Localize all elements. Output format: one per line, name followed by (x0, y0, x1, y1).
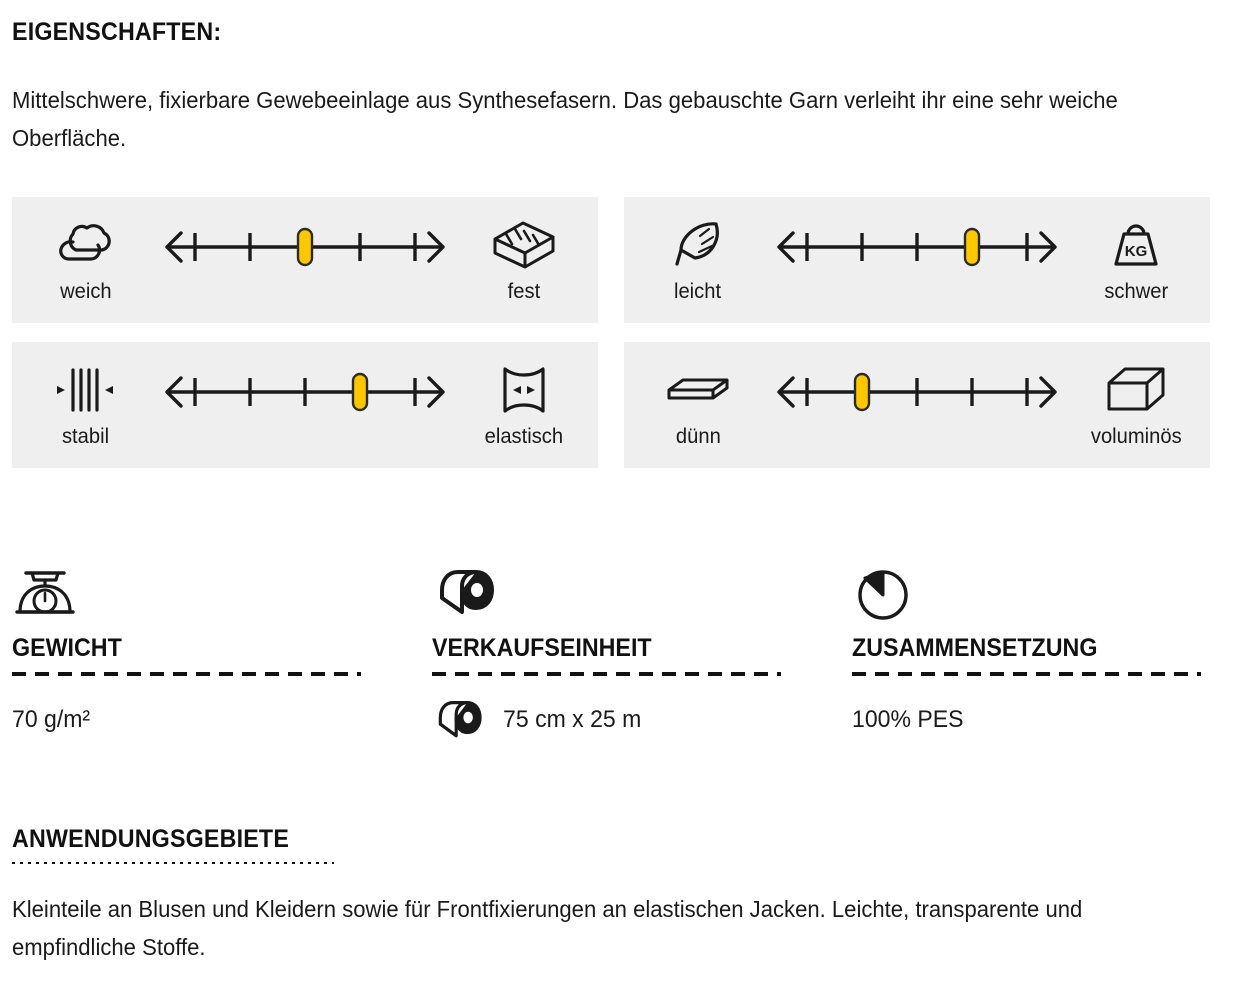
scale-duenn-voluminoes: dünn (624, 342, 1210, 468)
properties-section: EIGENSCHAFTEN: (12, 0, 1230, 47)
feather-icon (669, 216, 727, 274)
application-text: Kleinteile an Blusen und Kleidern sowie … (12, 896, 1083, 960)
scale-left-label: weich (60, 280, 112, 303)
scale-right-endcap: KG schwer (1076, 216, 1196, 304)
spec-value-row: 100% PES (852, 693, 1187, 747)
scale-left-endcap: dünn (638, 361, 758, 449)
scale-right-endcap: elastisch (464, 361, 584, 449)
spec-label: VERKAUFSEINHEIT (432, 634, 652, 662)
spec-value-text: 75 cm x 25 m (503, 706, 642, 733)
scale-right-endcap: fest (464, 216, 584, 304)
fabric-roll-icon (432, 696, 492, 744)
spec-divider (432, 672, 781, 676)
scale-right-endcap: voluminös (1076, 361, 1196, 449)
scale-left-label: dünn (675, 425, 721, 448)
scale-left-endcap: leicht (638, 216, 758, 304)
spec-label: GEWICHT (12, 634, 122, 662)
pie-chart-icon (852, 560, 1201, 622)
spec-verkaufseinheit: VERKAUFSEINHEIT 75 cm x 25 m (432, 560, 852, 747)
application-divider (12, 862, 334, 864)
spec-value-row: 75 cm x 25 m (432, 693, 801, 747)
scale-left-label: stabil (62, 425, 110, 448)
properties-heading: EIGENSCHAFTEN: (12, 18, 222, 46)
cloud-icon (53, 216, 119, 274)
scale-axis (758, 342, 1076, 468)
thin-slab-icon (661, 361, 735, 419)
scale-axis (146, 342, 464, 468)
kitchen-scale-icon (12, 560, 396, 622)
spec-divider (12, 672, 361, 676)
spec-value-text: 70 g/m² (12, 706, 91, 733)
brick-icon (489, 216, 559, 274)
application-section: ANWENDUNGSGEBIETE Kleinteile an Blusen u… (12, 825, 1230, 966)
scale-right-label: schwer (1104, 280, 1168, 303)
volume-box-icon (1099, 361, 1173, 419)
scale-axis (146, 197, 464, 323)
scale-left-label: leicht (674, 280, 722, 303)
svg-text:KG: KG (1125, 243, 1148, 260)
kg-weight-icon: KG (1107, 216, 1165, 274)
scale-weich-fest: weich (12, 197, 598, 323)
spec-value-row: 70 g/m² (12, 693, 381, 747)
scale-right-label: fest (507, 280, 541, 303)
application-heading: ANWENDUNGSGEBIETE (12, 825, 290, 853)
stretch-fabric-icon (493, 361, 555, 419)
scale-stabil-elastisch: stabil (12, 342, 598, 468)
spec-label: ZUSAMMENSETZUNG (852, 634, 1098, 662)
spec-divider (852, 672, 1201, 676)
scale-axis (758, 197, 1076, 323)
specifications-row: GEWICHT 70 g/m² VERKAUFSEINHEIT (12, 560, 1230, 747)
stable-threads-icon (51, 361, 121, 419)
property-scales-grid: weich (12, 197, 1230, 468)
scale-right-label: voluminös (1090, 425, 1182, 448)
spec-value-text: 100% PES (852, 706, 964, 733)
scale-left-endcap: weich (26, 216, 146, 304)
spec-gewicht: GEWICHT 70 g/m² (12, 560, 432, 747)
scale-left-endcap: stabil (26, 361, 146, 449)
fabric-roll-icon (432, 560, 816, 622)
scale-right-label: elastisch (484, 425, 564, 448)
scale-leicht-schwer: leicht (624, 197, 1210, 323)
spec-zusammensetzung: ZUSAMMENSETZUNG 100% PES (852, 560, 1237, 747)
properties-description: Mittelschwere, fixierbare Gewebeeinlage … (12, 87, 1118, 151)
